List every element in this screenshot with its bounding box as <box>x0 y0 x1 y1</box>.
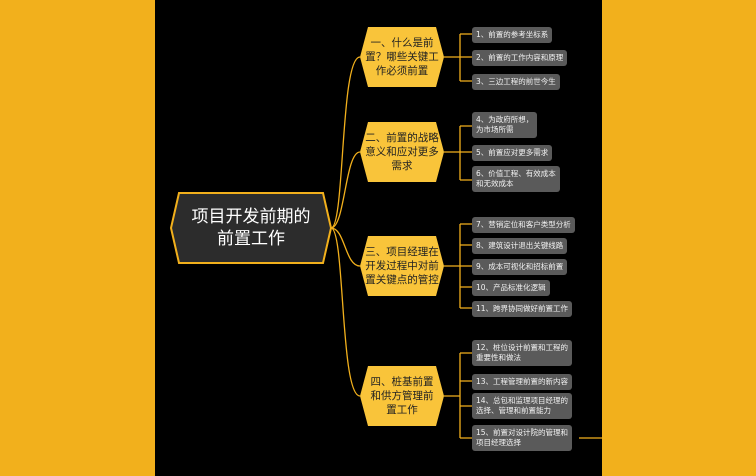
leaf-topic: 12、桩位设计前置和工程的 重要性和做法 <box>472 340 573 366</box>
connector-b1 <box>444 33 472 82</box>
leaf-topic: 5、前置应对更多需求 <box>472 145 553 161</box>
leaf-topic: 15、前置对设计院的管理和 项目经理选择 <box>472 425 573 451</box>
leaf-topic: 3、三边工程的前世今生 <box>472 74 560 90</box>
branch-shape-2 <box>360 122 444 182</box>
connector-b4 <box>444 352 472 439</box>
root-topic: 项目开发前期的 前置工作 <box>191 207 311 249</box>
leaf-topic: 11、跨界协同做好前置工作 <box>472 301 573 317</box>
connector-root-branch-3 <box>330 227 361 267</box>
connector-b2 <box>444 125 472 181</box>
branch-topic-4: 四、桩基前置 和供方管理前 置工作 <box>370 376 434 416</box>
connectors <box>169 27 602 439</box>
connector-root-branch-2 <box>330 151 361 229</box>
leaf-topic: 4、为政府所想， 为市场所需 <box>472 112 538 138</box>
leaf-topic: 9、成本可视化和招标前置 <box>472 259 568 275</box>
root-shape <box>169 192 333 264</box>
branch-shape-4 <box>360 366 444 426</box>
right-panel <box>602 0 756 476</box>
leaf-topic: 8、建筑设计退出关键线路 <box>472 238 568 254</box>
branch-topic-3: 三、项目经理在 开发过程中对前 置关键点的管控 <box>365 246 439 286</box>
connector-root-branch-4 <box>330 227 361 397</box>
leaf-topic: 6、价值工程、有效成本 和无效成本 <box>472 166 560 192</box>
branch-topic-2: 二、前置的战略 意义和应对更多 需求 <box>365 132 439 172</box>
connector-root-branch-1 <box>330 56 361 229</box>
mind-map-canvas: 项目开发前期的 前置工作 一、什么是前 置？哪些关键工 作必须前置 二、前置的战… <box>155 0 602 476</box>
leaf-topic: 2、前置的工作内容和原理 <box>472 50 568 66</box>
leaf-topic: 14、总包和监理项目经理的 选择、管理和前置能力 <box>472 393 573 419</box>
connector-b3 <box>444 223 472 309</box>
branch-topic-1: 一、什么是前 置？哪些关键工 作必须前置 <box>365 37 439 77</box>
leaf-topic: 13、工程管理前置的新内容 <box>472 374 573 390</box>
left-panel <box>0 0 155 476</box>
leaf-topic: 10、产品标准化逻辑 <box>472 280 550 296</box>
leaf-topic: 1、前置的参考坐标系 <box>472 27 553 43</box>
branch-shape-3 <box>360 236 444 296</box>
leaf-topic: 7、营销定位和客户类型分析 <box>472 217 575 233</box>
branch-shape-1 <box>360 27 444 87</box>
